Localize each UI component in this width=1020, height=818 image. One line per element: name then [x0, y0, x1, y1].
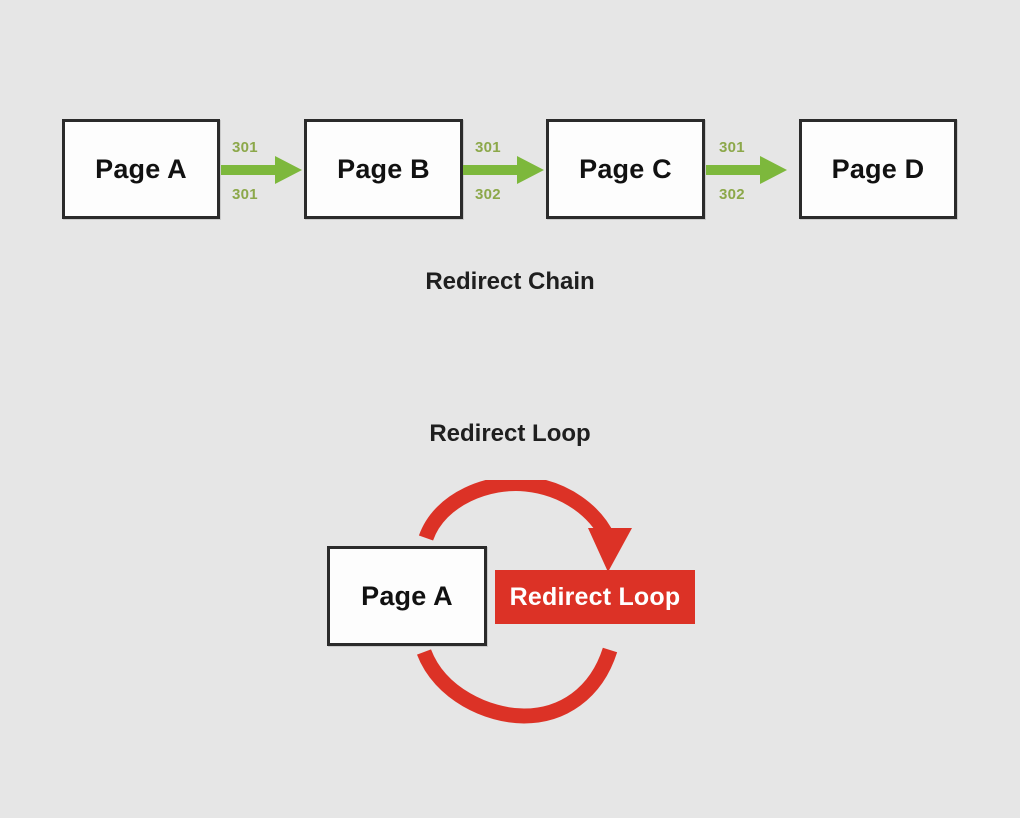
loop-top-arc-icon: [418, 480, 632, 572]
chain-arrow-b-to-c-bottom-code: 302: [475, 186, 501, 203]
redirect-loop-badge-label: Redirect Loop: [509, 582, 681, 611]
redirect-loop-caption: Redirect Loop: [429, 420, 591, 447]
chain-arrow-b-to-c-icon: [463, 156, 544, 184]
chain-arrow-a-to-b-top-code: 301: [232, 139, 258, 156]
chain-arrow-a-to-b-icon: [221, 156, 302, 184]
chain-node-label: Page B: [337, 153, 430, 184]
chain-node-label: Page C: [579, 153, 672, 184]
chain-node-page-c: Page C: [546, 119, 705, 219]
chain-node-page-a: Page A: [62, 119, 220, 219]
chain-arrow-c-to-d-icon: [706, 156, 787, 184]
chain-node-label: Page D: [831, 153, 925, 184]
chain-arrow-c-to-d-top-code: 301: [719, 139, 745, 156]
loop-bottom-arc-icon: [416, 647, 618, 724]
chain-arrow-b-to-c-top-code: 301: [475, 139, 501, 156]
chain-node-page-b: Page B: [304, 119, 463, 219]
redirect-loop-arrows-icon: [416, 480, 632, 724]
loop-node-label: Page A: [361, 580, 453, 611]
chain-node-page-d: Page D: [799, 119, 957, 219]
chain-arrow-a-to-b-bottom-code: 301: [232, 186, 258, 203]
chain-arrow-c-to-d-bottom-code: 302: [719, 186, 745, 203]
loop-node-page-a: Page A: [327, 546, 487, 646]
redirect-loop-badge: Redirect Loop: [495, 570, 695, 624]
redirect-chain-caption: Redirect Chain: [425, 268, 595, 295]
chain-node-label: Page A: [95, 153, 187, 184]
